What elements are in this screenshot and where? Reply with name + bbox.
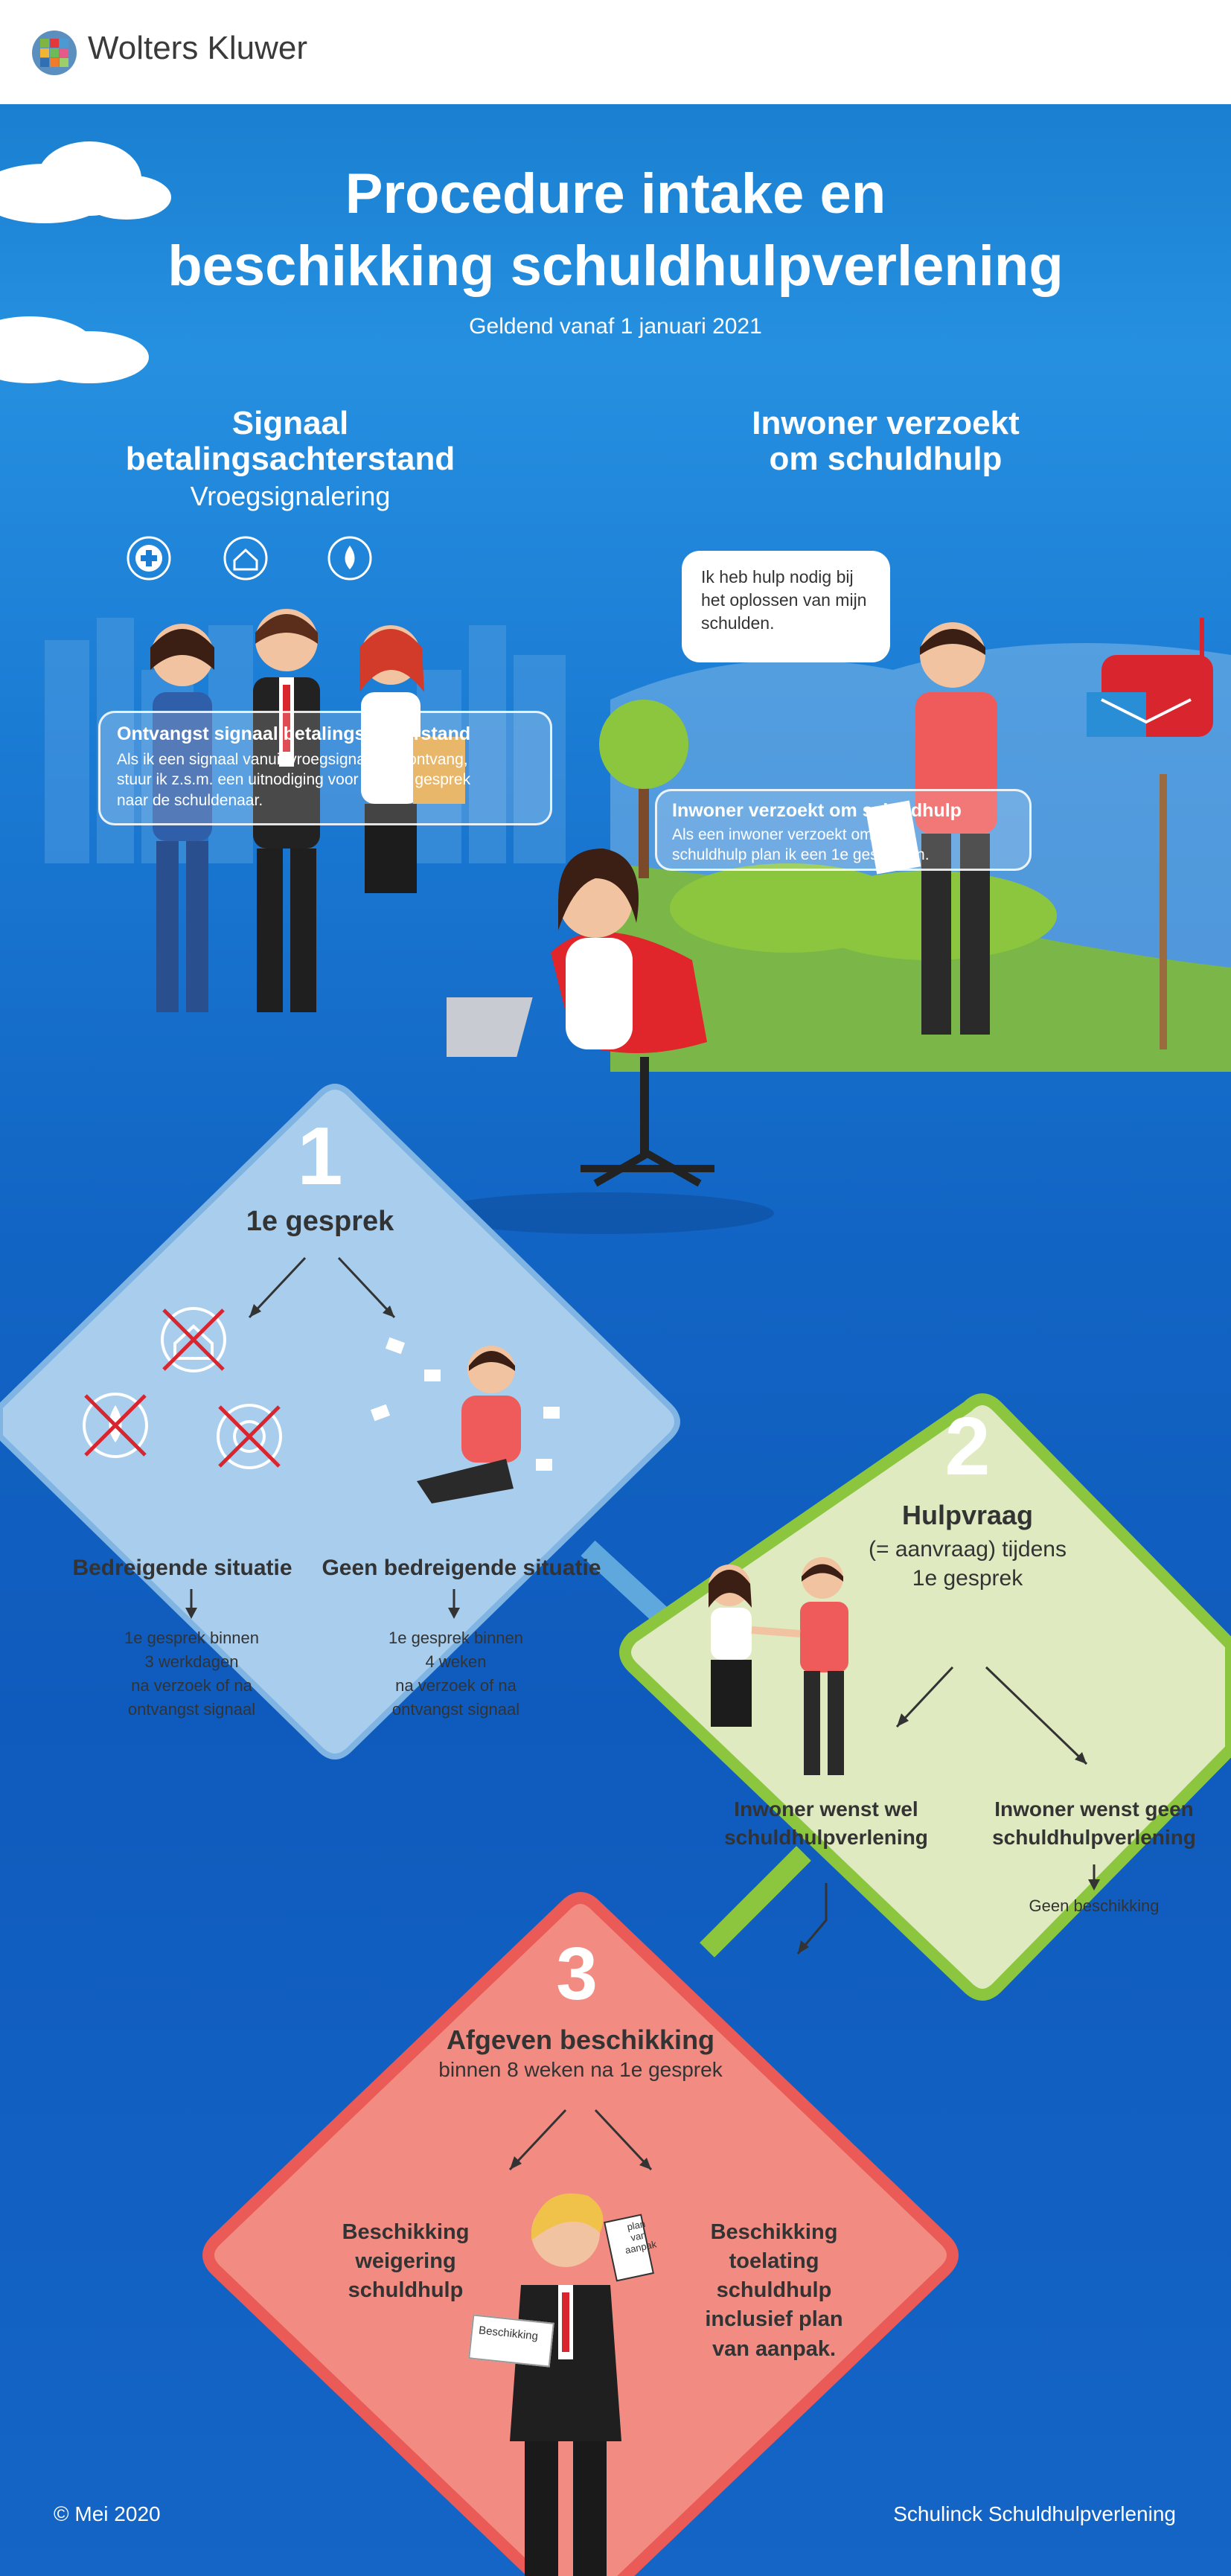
citizen-on-phone-illustration [865, 622, 997, 1035]
step-3-right-line-5: van aanpak. [712, 2336, 837, 2361]
page-subtitle: Geldend vanaf 1 januari 2021 [469, 314, 762, 339]
step-1-arrows [248, 1256, 396, 1319]
step-3-right-line-4: inclusief plan [705, 2307, 843, 2332]
left-heading-sub: Vroegsignalering [190, 480, 391, 511]
step-2-left-line-2: schuldhulpverlening [724, 1825, 928, 1849]
signal-bubble-line-1: Als ik een signaal vanuit vroegsignaleri… [117, 751, 468, 768]
step-1-left-desc: 1e gesprek binnen 3 werkdagen na verzoek… [74, 1626, 309, 1722]
left-heading-line-2: betalingsachterstand [125, 441, 455, 478]
housing-icon [223, 536, 268, 581]
step-1-left-line-4: ontvangst signaal [127, 1699, 256, 1719]
step-3-right-line-1: Beschikking [710, 2220, 838, 2244]
footer-copyright: © Mei 2020 [54, 2502, 161, 2525]
step-2-down-arrows [796, 1864, 1100, 1955]
speech-line-3: schulden. [701, 613, 775, 633]
step-3-arrows [508, 2109, 653, 2171]
step-2-left-line-1: Inwoner wenst wel [734, 1797, 918, 1821]
step-3-rejection: Beschikking weigering schuldhulp [313, 2218, 499, 2305]
left-column-heading: Signaal betalingsachterstand Vroegsignal… [112, 405, 469, 512]
request-bubble-line-1: Als een inwoner verzoekt om [672, 826, 873, 843]
step-3-left-line-3: schuldhulp [348, 2278, 464, 2303]
title-line-2: beschikking schuldhulpverlening [167, 234, 1064, 298]
decision-paper: Beschikking [468, 2314, 554, 2368]
step-1-right-line-2: 4 weken [425, 1652, 487, 1671]
footer-product: Schulinck Schuldhulpverlening [893, 2502, 1176, 2525]
right-column-heading: Inwoner verzoekt om schuldhulp [700, 405, 1072, 478]
step-1-down-arrows [185, 1589, 460, 1619]
step-3-subtitle: binnen 8 weken na 1e gesprek [438, 2058, 723, 2081]
step-2-title: Hulpvraag [901, 1500, 1034, 1530]
signal-received-bubble: Ontvangst signaal betalingsachterstand A… [98, 711, 552, 825]
citizen-request-bubble: Inwoner verzoekt om schuldhulp Als een i… [655, 789, 1032, 871]
signaling-professionals-illustration [150, 609, 465, 1012]
step-1-left-line-2: 3 werkdagen [144, 1652, 239, 1671]
step-2-right-line-1: Inwoner wenst geen [994, 1797, 1194, 1821]
signal-bubble-line-3: naar de schuldenaar. [117, 791, 263, 809]
step-1-diamond-shape [0, 1084, 680, 1760]
right-heading-line-2: om schuldhulp [769, 441, 1003, 478]
step-1-title: 1e gesprek [246, 1206, 394, 1237]
step-2-sub-line-1: (= aanvraag) tijdens [869, 1537, 1067, 1562]
citizen-speech-bubble: Ik heb hulp nodig bij het oplossen van m… [682, 551, 890, 662]
step-3-left-line-1: Beschikking [342, 2220, 470, 2244]
healthcare-icon [127, 536, 171, 581]
crossed-energy-icon [217, 1404, 282, 1469]
step-3-right-line-3: schuldhulp [716, 2278, 832, 2303]
speech-line-1: Ik heb hulp nodig bij [701, 567, 854, 587]
handshake-illustration [709, 1557, 848, 1775]
step-2-subtitle: (= aanvraag) tijdens 1e gesprek [834, 1535, 1101, 1593]
utilities-icon [327, 536, 372, 581]
step-2-right-option: Inwoner wenst geen schuldhulpverlening [968, 1795, 1221, 1852]
brand-name: Wolters Kluwer [88, 30, 308, 66]
speech-line-2: het oplossen van mijn [701, 590, 867, 610]
step-3-number: 3 [556, 1932, 598, 2016]
step-1-left-line-3: na verzoek of na [131, 1675, 252, 1695]
step-1-right-title: Geen bedreigende situatie [322, 1556, 601, 1580]
infographic: Procedure intake en beschikking schuldhu… [0, 104, 1231, 2576]
signal-bubble-title: Ontvangst signaal betalingsachterstand [117, 723, 471, 744]
crossed-utilities-icon [83, 1393, 148, 1458]
page-title: Procedure intake en beschikking schuldhu… [0, 158, 1231, 303]
step-1-left-line-1: 1e gesprek binnen [124, 1629, 260, 1647]
step-1-right-line-3: na verzoek of na [395, 1675, 517, 1695]
relaxed-citizen-illustration [370, 1337, 560, 1503]
request-bubble-line-2: schuldhulp plan ik een 1e gesprek in. [672, 846, 930, 864]
step-1-right-desc: 1e gesprek binnen 4 weken na verzoek of … [339, 1626, 573, 1722]
step-1-left-title: Bedreigende situatie [72, 1556, 292, 1580]
wolters-kluwer-logo-icon [32, 31, 77, 75]
left-heading-line-1: Signaal [231, 405, 349, 441]
title-line-1: Procedure intake en [345, 162, 886, 226]
left-sector-icons [127, 536, 372, 581]
step-2-sub-line-2: 1e gesprek [912, 1566, 1023, 1591]
crossed-out-needs-icons [83, 1307, 282, 1469]
crossed-housing-icon [161, 1307, 226, 1372]
signal-bubble-line-2: stuur ik z.s.m. een uitnodiging voor een… [117, 771, 471, 789]
step-2-right-line-2: schuldhulpverlening [992, 1825, 1196, 1849]
step-3-title: Afgeven beschikking [446, 2024, 715, 2055]
case-worker-illustration [447, 848, 714, 1187]
step-2-number: 2 [944, 1401, 991, 1492]
right-heading-line-1: Inwoner verzoekt [752, 405, 1020, 441]
step-2-no-decision: Geen beschikking [1029, 1896, 1160, 1915]
step-1-right-line-1: 1e gesprek binnen [388, 1629, 524, 1647]
step-1-number: 1 [297, 1110, 343, 1202]
step-2-arrows [895, 1666, 1088, 1765]
step-3-left-line-2: weigering [355, 2249, 456, 2274]
step-2-left-option: Inwoner wenst wel schuldhulpverlening [700, 1795, 953, 1852]
step-3-right-line-2: toelating [729, 2249, 819, 2274]
request-bubble-title: Inwoner verzoekt om schuldhulp [672, 800, 962, 821]
step-3-approval: Beschikking toelating schuldhulp inclusi… [677, 2218, 871, 2364]
official-with-decisions-illustration [510, 2193, 654, 2576]
step-2-diamond-shape [619, 1393, 1231, 2001]
step-1-right-line-4: ontvangst signaal [391, 1699, 520, 1719]
background-scenery [0, 141, 1231, 1234]
header: Wolters Kluwer [0, 0, 1231, 104]
